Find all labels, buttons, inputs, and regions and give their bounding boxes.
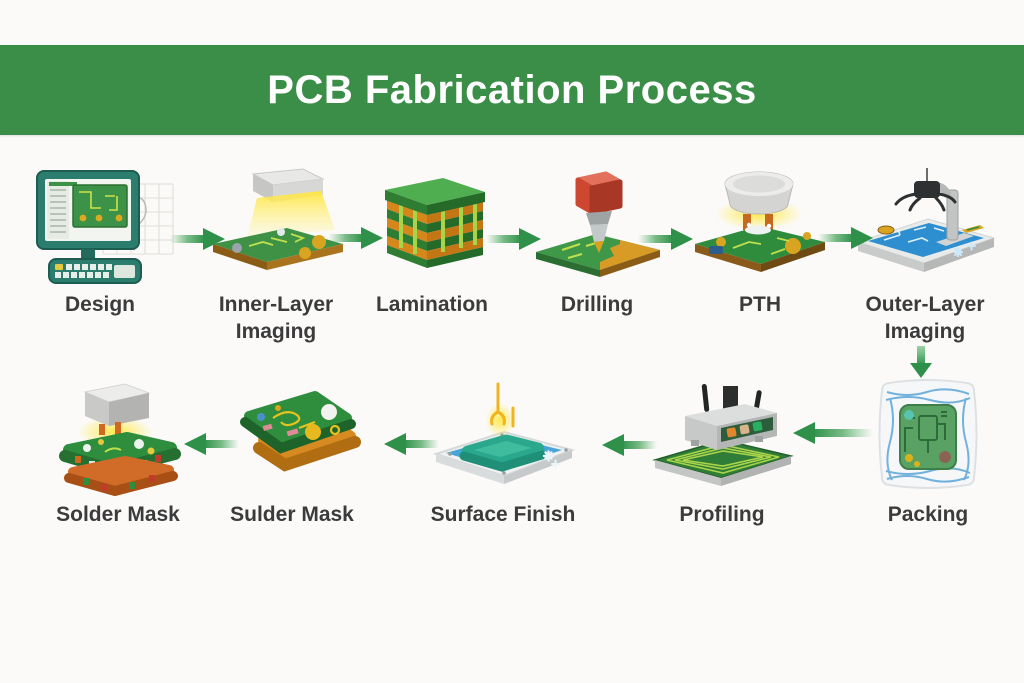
arrow-right-icon (818, 227, 873, 249)
step-design: Design (12, 168, 188, 318)
step-label: Packing (887, 503, 969, 526)
pth-plating-icon (685, 168, 835, 286)
inner-layer-imaging-lamp-icon (201, 168, 351, 286)
step-label: PTH (739, 293, 781, 316)
arrow-right-icon (486, 228, 541, 250)
packed-board-icon (853, 372, 1003, 496)
step-surface-finish: Surface Finish (415, 372, 591, 528)
profiling-machine-icon (647, 372, 797, 496)
step-label: Drilling (560, 293, 634, 316)
step-packing: Packing (840, 372, 1016, 528)
lamination-stack-icon (357, 168, 507, 286)
outer-layer-imaging-arm-icon (850, 168, 1000, 286)
step-label: Solder Mask (56, 503, 180, 526)
step-label: Profiling (679, 503, 765, 526)
step-label: Surface Finish (430, 503, 576, 526)
arrow-left-icon (384, 433, 439, 455)
title-banner: PCB Fabrication Process (0, 45, 1024, 135)
page-title: PCB Fabrication Process (267, 67, 757, 112)
arrow-left-icon (602, 434, 657, 456)
solder-mask-applicator-icon (43, 372, 193, 496)
step-pth: PTH (672, 168, 848, 318)
solder-masked-board-icon (217, 372, 367, 496)
drilling-machine-icon (522, 168, 672, 286)
step-label: Inner-Layer Imaging (218, 293, 334, 344)
step-label: Sulder Mask (230, 503, 354, 526)
step-solder-mask: Solder Mask (30, 372, 206, 528)
step-inner-layer-imaging: Inner-Layer Imaging (188, 168, 364, 346)
surface-finish-bath-icon (428, 372, 578, 496)
arrow-right-icon (170, 228, 225, 250)
step-outer-layer-imaging: Outer-Layer Imaging (837, 168, 1013, 346)
arrow-right-icon (328, 227, 383, 249)
arrow-left-icon (184, 433, 239, 455)
arrow-down-icon (910, 346, 932, 378)
arrow-right-icon (638, 228, 693, 250)
step-lamination: Lamination (344, 168, 520, 318)
step-label: Outer-Layer Imaging (865, 293, 985, 344)
step-sulder-mask: Sulder Mask (204, 372, 380, 528)
step-label: Design (64, 293, 135, 316)
step-label: Lamination (375, 293, 488, 316)
design-computer-icon (25, 168, 175, 286)
step-profiling: Profiling (634, 372, 810, 528)
arrow-left-icon (793, 422, 873, 444)
step-drilling: Drilling (509, 168, 685, 318)
